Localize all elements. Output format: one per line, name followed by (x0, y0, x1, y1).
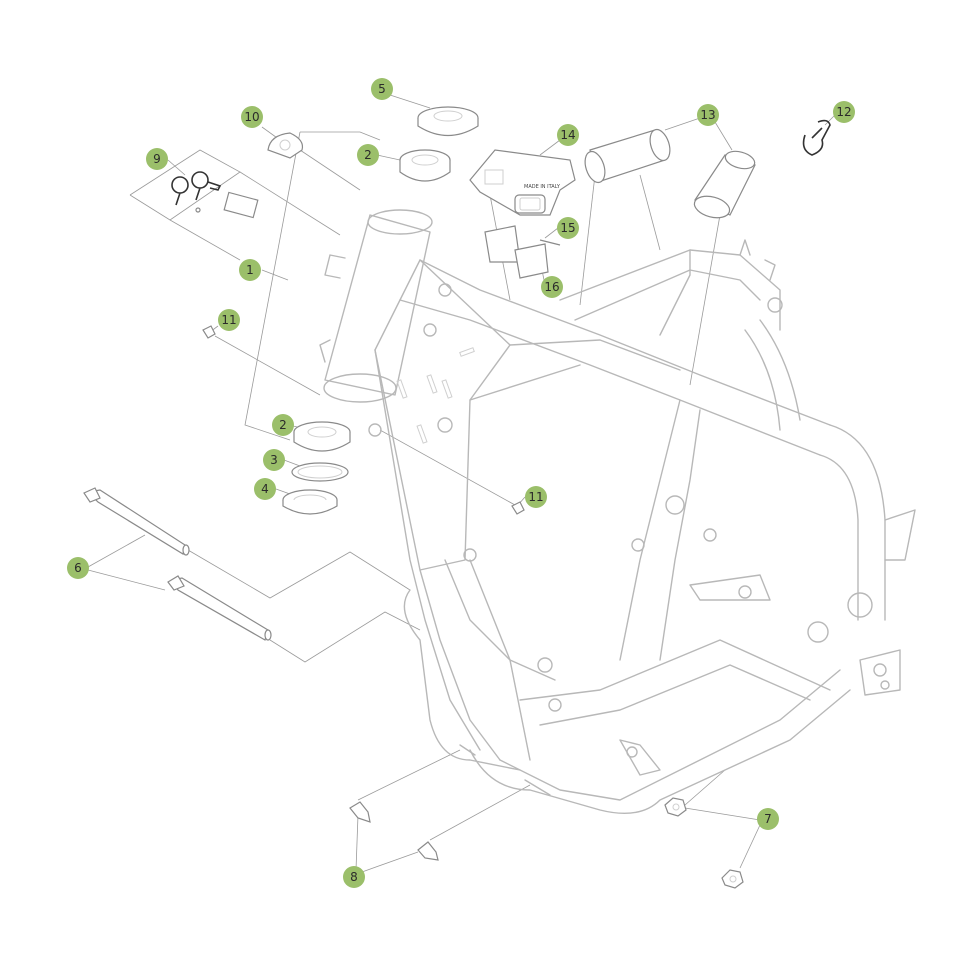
part-steering-lock-collar (267, 132, 304, 159)
callout-2-upper-label: 2 (364, 148, 372, 162)
part-screw-a (202, 325, 216, 339)
callout-12: 12 (833, 101, 855, 123)
callout-11-right-label: 11 (528, 490, 543, 504)
part-ecu: MADE IN ITALY (469, 149, 576, 216)
callout-14-label: 14 (560, 128, 575, 142)
callout-11-right: 11 (525, 486, 547, 508)
ecu-marking: MADE IN ITALY (524, 184, 561, 190)
part-clip-b (417, 841, 439, 861)
motorcycle-frame (319, 209, 916, 815)
callout-7-label: 7 (764, 812, 772, 826)
part-screw-b (511, 501, 525, 515)
callout-8: 8 (343, 866, 365, 888)
callout-2-upper: 2 (357, 144, 379, 166)
callout-6-label: 6 (74, 561, 82, 575)
callout-16-label: 16 (544, 280, 559, 294)
callout-2-lower: 2 (272, 414, 294, 436)
callout-4-label: 4 (261, 482, 269, 496)
callout-2-lower-label: 2 (279, 418, 287, 432)
part-ring (291, 462, 349, 482)
callout-5: 5 (371, 78, 393, 100)
callout-12-label: 12 (836, 105, 851, 119)
part-pad (484, 225, 549, 279)
part-nut-a (664, 797, 687, 817)
part-seal (282, 489, 338, 515)
callout-14: 14 (557, 124, 579, 146)
part-clip-a (349, 801, 371, 823)
part-bearing-lower (293, 421, 351, 452)
callout-11-left-label: 11 (221, 313, 236, 327)
callout-15-label: 15 (560, 221, 575, 235)
callout-15: 15 (557, 217, 579, 239)
part-shim (539, 239, 561, 246)
callout-5-label: 5 (378, 82, 386, 96)
callout-11-left: 11 (218, 309, 240, 331)
part-nut-b (721, 869, 744, 889)
leader-lines (87, 94, 836, 873)
callout-1-label: 1 (246, 263, 254, 277)
callout-16: 16 (541, 276, 563, 298)
part-bushing-a (584, 128, 671, 184)
callout-9: 9 (146, 148, 168, 170)
callout-10: 10 (241, 106, 263, 128)
callout-9-label: 9 (153, 152, 161, 166)
part-bolt-long-upper (83, 487, 190, 556)
part-bolt-long-lower (167, 575, 272, 641)
callout-3: 3 (263, 449, 285, 471)
part-cable-clip (802, 119, 831, 156)
part-bearing-upper (399, 149, 451, 182)
part-bearing-upper-cap (417, 106, 479, 136)
callout-1: 1 (239, 259, 261, 281)
callout-8-label: 8 (350, 870, 358, 884)
callout-13-label: 13 (700, 108, 715, 122)
callout-10-label: 10 (244, 110, 259, 124)
callout-13: 13 (697, 104, 719, 126)
callout-7: 7 (757, 808, 779, 830)
part-keys (171, 171, 259, 219)
callout-4: 4 (254, 478, 276, 500)
callout-3-label: 3 (270, 453, 278, 467)
part-bushing-b (693, 150, 756, 219)
callout-6: 6 (67, 557, 89, 579)
